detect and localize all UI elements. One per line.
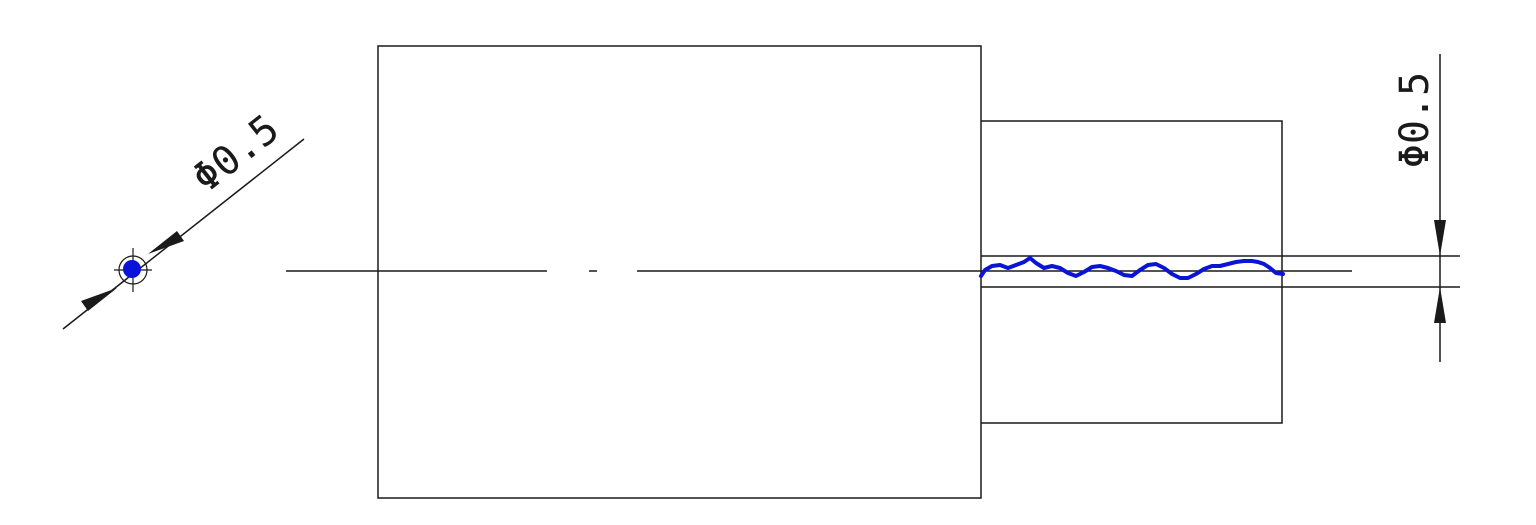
axis-point-marker bbox=[123, 260, 141, 278]
right-dimension-arrow-bottom bbox=[1434, 287, 1446, 323]
left-dimension-label: Φ0.5 bbox=[184, 106, 288, 202]
small-cylinder-outline bbox=[981, 120, 1283, 424]
left-dimension-arrow-upper bbox=[148, 231, 184, 254]
left-dimension-arrow-lower bbox=[81, 288, 117, 311]
large-cylinder-outline bbox=[377, 45, 982, 499]
actual-axis-wavy-line bbox=[979, 256, 1285, 280]
tolerance-circle-outline bbox=[118, 255, 148, 285]
right-dimension-label: Φ0.5 bbox=[1392, 72, 1438, 168]
right-dimension-arrow-top bbox=[1434, 220, 1446, 256]
